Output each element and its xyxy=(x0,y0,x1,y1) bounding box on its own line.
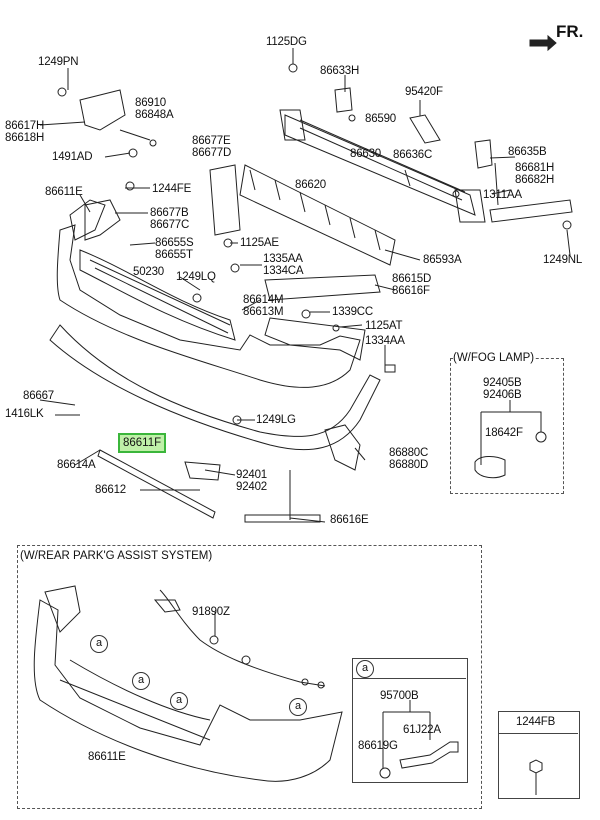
part-label: 86614A xyxy=(57,459,96,471)
part-label: 50230 xyxy=(133,266,164,278)
part-label: 1244FB xyxy=(516,716,556,728)
absorber-outline xyxy=(79,249,236,341)
part-label: 92406B xyxy=(483,389,522,401)
part-label: 1244FE xyxy=(152,183,192,195)
part-label: 86636C xyxy=(393,149,433,161)
part-label: 92402 xyxy=(236,481,267,493)
part-label: 1249NL xyxy=(543,254,583,266)
part-label: 1335AA xyxy=(263,253,303,265)
part-label: 1249PN xyxy=(38,56,79,68)
part-label: 86611E xyxy=(45,186,83,198)
part-label: 86619G xyxy=(358,740,398,752)
part-label: 1249LG xyxy=(256,414,296,426)
part-label: 86613M xyxy=(243,306,284,318)
part-label: 86677D xyxy=(192,147,232,159)
part-label: 86667 xyxy=(23,390,54,402)
part-label: 86655T xyxy=(155,249,193,261)
part-label: 86616F xyxy=(392,285,430,297)
energy-absorber-outline xyxy=(239,164,396,266)
bracket-86677E xyxy=(209,164,241,236)
part-label: 1125AE xyxy=(240,237,279,249)
part-label: 86655S xyxy=(155,237,194,249)
part-label: 1416LK xyxy=(5,408,44,420)
mud-guard-86880C xyxy=(324,424,361,471)
lower-lip-outline xyxy=(49,324,381,451)
bracket-86681H xyxy=(489,199,573,223)
part-label: 1125AT xyxy=(365,320,403,332)
part-label: 86617H xyxy=(5,120,45,132)
part-label: 86682H xyxy=(515,174,555,186)
part-label: 86677B xyxy=(150,207,189,219)
reflector-92401 xyxy=(184,461,221,481)
bracket-86617 xyxy=(79,89,126,131)
highlighted-part-label[interactable]: 86611F xyxy=(118,433,167,453)
sensor-box-callout-a: a xyxy=(356,660,374,678)
part-label: 1339CC xyxy=(332,306,373,318)
callout-a: a xyxy=(132,672,150,690)
sensor-harness-61J22A xyxy=(399,741,459,769)
part-label: 86677C xyxy=(150,219,190,231)
part-label: 86615D xyxy=(392,273,432,285)
front-direction-label: FR. xyxy=(556,22,584,41)
part-label: 95420F xyxy=(405,86,443,98)
part-label: 1334CA xyxy=(263,265,304,277)
part-label: 92401 xyxy=(236,469,267,481)
part-label: 91890Z xyxy=(192,606,230,618)
part-label: 18642F xyxy=(485,427,523,439)
fog-lamp-box-title: (W/FOG LAMP) xyxy=(453,352,535,364)
bolt-box xyxy=(498,711,580,799)
fog-lamp-shape xyxy=(474,456,506,479)
callout-a: a xyxy=(90,635,108,653)
part-label: 86677E xyxy=(192,135,231,147)
part-label: 92405B xyxy=(483,377,522,389)
part-label: 86880D xyxy=(389,459,429,471)
sensor-box-header xyxy=(352,658,466,679)
part-label: 86590 xyxy=(365,113,396,125)
side-bracket-86615D xyxy=(264,274,381,301)
park-assist-box xyxy=(17,545,482,809)
part-label: 86848A xyxy=(135,109,174,121)
part-label: 86880C xyxy=(389,447,429,459)
part-label: 1125DG xyxy=(266,36,307,48)
part-label: 1249LQ xyxy=(176,271,216,283)
bumper-cover-outline xyxy=(56,224,361,388)
bumper-beam-outline xyxy=(284,114,476,216)
part-label: 86616E xyxy=(330,514,369,526)
part-label: 86681H xyxy=(515,162,555,174)
part-label: 86593A xyxy=(423,254,462,266)
bolt-box-header xyxy=(498,711,578,734)
sensor-box xyxy=(352,658,468,783)
front-arrow-icon xyxy=(529,34,557,52)
part-label: 1311AA xyxy=(483,189,522,201)
part-label: 86630 xyxy=(350,148,381,160)
part-label: 86910 xyxy=(135,97,166,109)
wiring-harness-91890Z xyxy=(159,589,326,687)
callout-a: a xyxy=(170,692,188,710)
part-label: 86618H xyxy=(5,132,45,144)
part-label: 86614M xyxy=(243,294,284,306)
part-label: 86611E xyxy=(88,751,126,763)
bolt-1244FB-icon xyxy=(529,759,543,774)
part-label: 86620 xyxy=(295,179,326,191)
molding-86612 xyxy=(97,449,216,519)
part-label: 61J22A xyxy=(403,724,441,736)
part-label: 1334AA xyxy=(365,335,405,347)
part-label: 1491AD xyxy=(52,151,93,163)
part-label: 86633H xyxy=(320,65,360,77)
callout-a: a xyxy=(289,698,307,716)
part-label: 86635B xyxy=(508,146,547,158)
part-label: 95700B xyxy=(380,690,419,702)
part-label: 86612 xyxy=(95,484,126,496)
park-assist-box-title: (W/REAR PARK'G ASSIST SYSTEM) xyxy=(20,550,213,562)
park-assist-bumper-outline xyxy=(33,599,343,782)
